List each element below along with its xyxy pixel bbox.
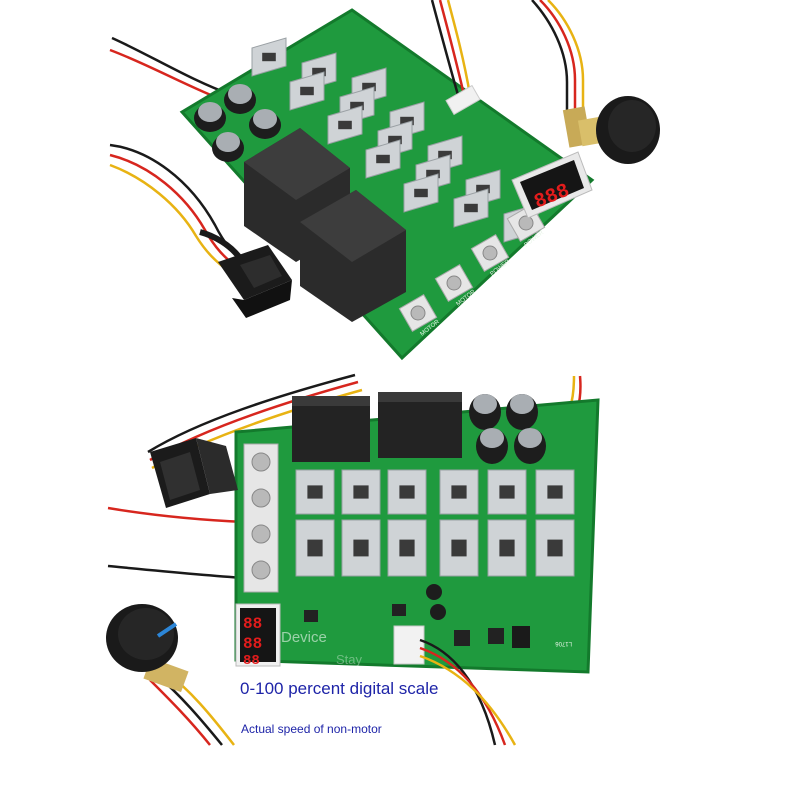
mosfet bbox=[426, 169, 440, 179]
mosfet bbox=[300, 86, 314, 96]
relay-left-bottom bbox=[292, 396, 370, 462]
mosfet bbox=[547, 539, 563, 557]
mosfet bbox=[350, 101, 364, 111]
mosfet bbox=[499, 539, 515, 557]
mosfet bbox=[262, 52, 276, 62]
heatsinks-bottom bbox=[295, 469, 575, 577]
svg-text:88: 88 bbox=[243, 615, 262, 633]
svg-text:88: 88 bbox=[243, 635, 262, 653]
terminal-screw bbox=[410, 305, 426, 321]
mosfet bbox=[312, 67, 326, 77]
mosfet bbox=[362, 82, 376, 92]
mosfet bbox=[388, 135, 402, 145]
mosfet bbox=[400, 116, 414, 126]
mosfet bbox=[476, 184, 490, 194]
mosfet bbox=[451, 485, 467, 499]
potentiometer-bottom bbox=[106, 604, 235, 746]
watermark-device: Device bbox=[281, 629, 327, 646]
capacitors bbox=[194, 84, 281, 162]
rocker-switch-bottom bbox=[150, 438, 238, 508]
caption-digital-scale: 0-100 percent digital scale bbox=[240, 679, 439, 698]
mosfet bbox=[399, 539, 415, 557]
heatsinks bbox=[251, 37, 539, 243]
mosfet bbox=[451, 539, 467, 557]
capacitors-bottom bbox=[469, 394, 546, 464]
mosfet bbox=[438, 150, 452, 160]
mosfet bbox=[307, 485, 323, 499]
rocker-switch-top bbox=[199, 229, 292, 318]
svg-text:88: 88 bbox=[243, 653, 260, 669]
silk-board-code: L1706 bbox=[555, 640, 572, 646]
mosfet bbox=[338, 120, 352, 130]
caption-actual-speed: Actual speed of non-motor bbox=[241, 722, 382, 736]
terminal-screw bbox=[518, 215, 534, 231]
mosfet bbox=[376, 154, 390, 164]
terminal-blocks-bottom bbox=[243, 443, 279, 593]
mosfet bbox=[547, 485, 563, 499]
watermark-stay: Stay bbox=[336, 652, 363, 667]
top-board-view: 888 MOTOR MOTOR POWER POWER bbox=[109, 0, 595, 361]
mosfet bbox=[464, 203, 478, 213]
bottom-board-view: L1706 88 88 88 bbox=[107, 373, 600, 746]
terminal-blocks bbox=[398, 204, 546, 332]
mosfet bbox=[414, 188, 428, 198]
terminal-screw bbox=[482, 245, 498, 261]
mosfet bbox=[307, 539, 323, 557]
led-display-bottom: 88 88 88 bbox=[235, 603, 281, 669]
mosfet bbox=[353, 539, 369, 557]
potentiometer-top bbox=[562, 96, 660, 164]
terminal-screw bbox=[446, 275, 462, 291]
mosfet bbox=[399, 485, 415, 499]
relay-right-bottom bbox=[378, 392, 462, 458]
mosfet bbox=[499, 485, 515, 499]
mosfet bbox=[353, 485, 369, 499]
